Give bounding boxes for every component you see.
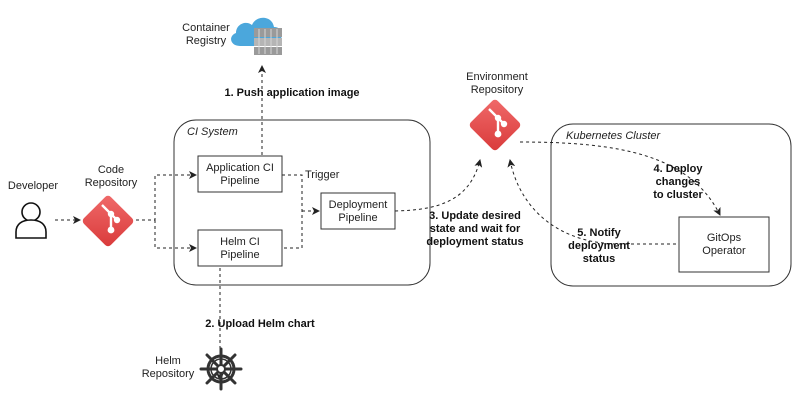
application-ci-pipeline[interactable]: Application CI Pipeline xyxy=(197,155,283,193)
helm-ci-label-line2: Pipeline xyxy=(220,249,259,261)
edge-notify-status xyxy=(507,159,676,245)
step4-label-line2: changes xyxy=(656,176,701,188)
edge-deploy-changes xyxy=(519,141,721,216)
helm-repo-label-line2: Repository xyxy=(142,368,195,380)
step4-label-line3: to cluster xyxy=(653,189,703,201)
step2-label: 2. Upload Helm chart xyxy=(205,318,315,330)
kubernetes-cluster-label: Kubernetes Cluster xyxy=(566,130,661,142)
container-registry-label-line2: Registry xyxy=(186,35,227,47)
deployment-pipeline[interactable]: Deployment Pipeline xyxy=(320,192,396,230)
gitops-label-line1: GitOps xyxy=(707,232,742,244)
helm-ci-label-line1: Helm CI xyxy=(220,236,260,248)
step4-label-line1: 4. Deploy xyxy=(654,163,704,175)
edge-update-env xyxy=(394,159,483,212)
step3-label-line1: 3. Update desired xyxy=(429,210,521,222)
step3-label-line3: deployment status xyxy=(426,236,523,248)
helm-ci-pipeline[interactable]: Helm CI Pipeline xyxy=(197,229,283,267)
step5-label-line1: 5. Notify xyxy=(577,227,621,239)
step1-label: 1. Push application image xyxy=(224,87,359,99)
developer-label: Developer xyxy=(8,180,58,192)
container-registry-label-line1: Container xyxy=(182,22,230,34)
git-icon xyxy=(82,195,134,247)
trigger-label: Trigger xyxy=(305,169,340,181)
container-registry-icon xyxy=(231,17,282,55)
step5-label-line2: deployment xyxy=(568,240,630,252)
step3-label-line2: state and wait for xyxy=(430,223,521,235)
app-ci-label-line2: Pipeline xyxy=(220,175,259,187)
edge-repo-to-app-ci xyxy=(136,171,197,221)
gitops-operator[interactable]: GitOps Operator xyxy=(678,216,770,273)
git-icon xyxy=(469,99,521,151)
code-repo-label-line1: Code xyxy=(98,164,124,176)
env-repo-label-line1: Environment xyxy=(466,71,528,83)
ci-system-label: CI System xyxy=(187,126,238,138)
step5-label-line3: status xyxy=(583,253,615,265)
app-ci-label-line1: Application CI xyxy=(206,162,274,174)
edge-repo-to-helm-ci xyxy=(154,220,197,252)
gitops-label-line2: Operator xyxy=(702,245,746,257)
helm-repo-label-line1: Helm xyxy=(155,355,181,367)
person-icon xyxy=(15,202,47,239)
env-repo-label-line2: Repository xyxy=(471,84,524,96)
deployment-label-line1: Deployment xyxy=(329,199,388,211)
helm-wheel-icon xyxy=(199,347,243,391)
code-repo-label-line2: Repository xyxy=(85,177,138,189)
deployment-label-line2: Pipeline xyxy=(338,212,377,224)
